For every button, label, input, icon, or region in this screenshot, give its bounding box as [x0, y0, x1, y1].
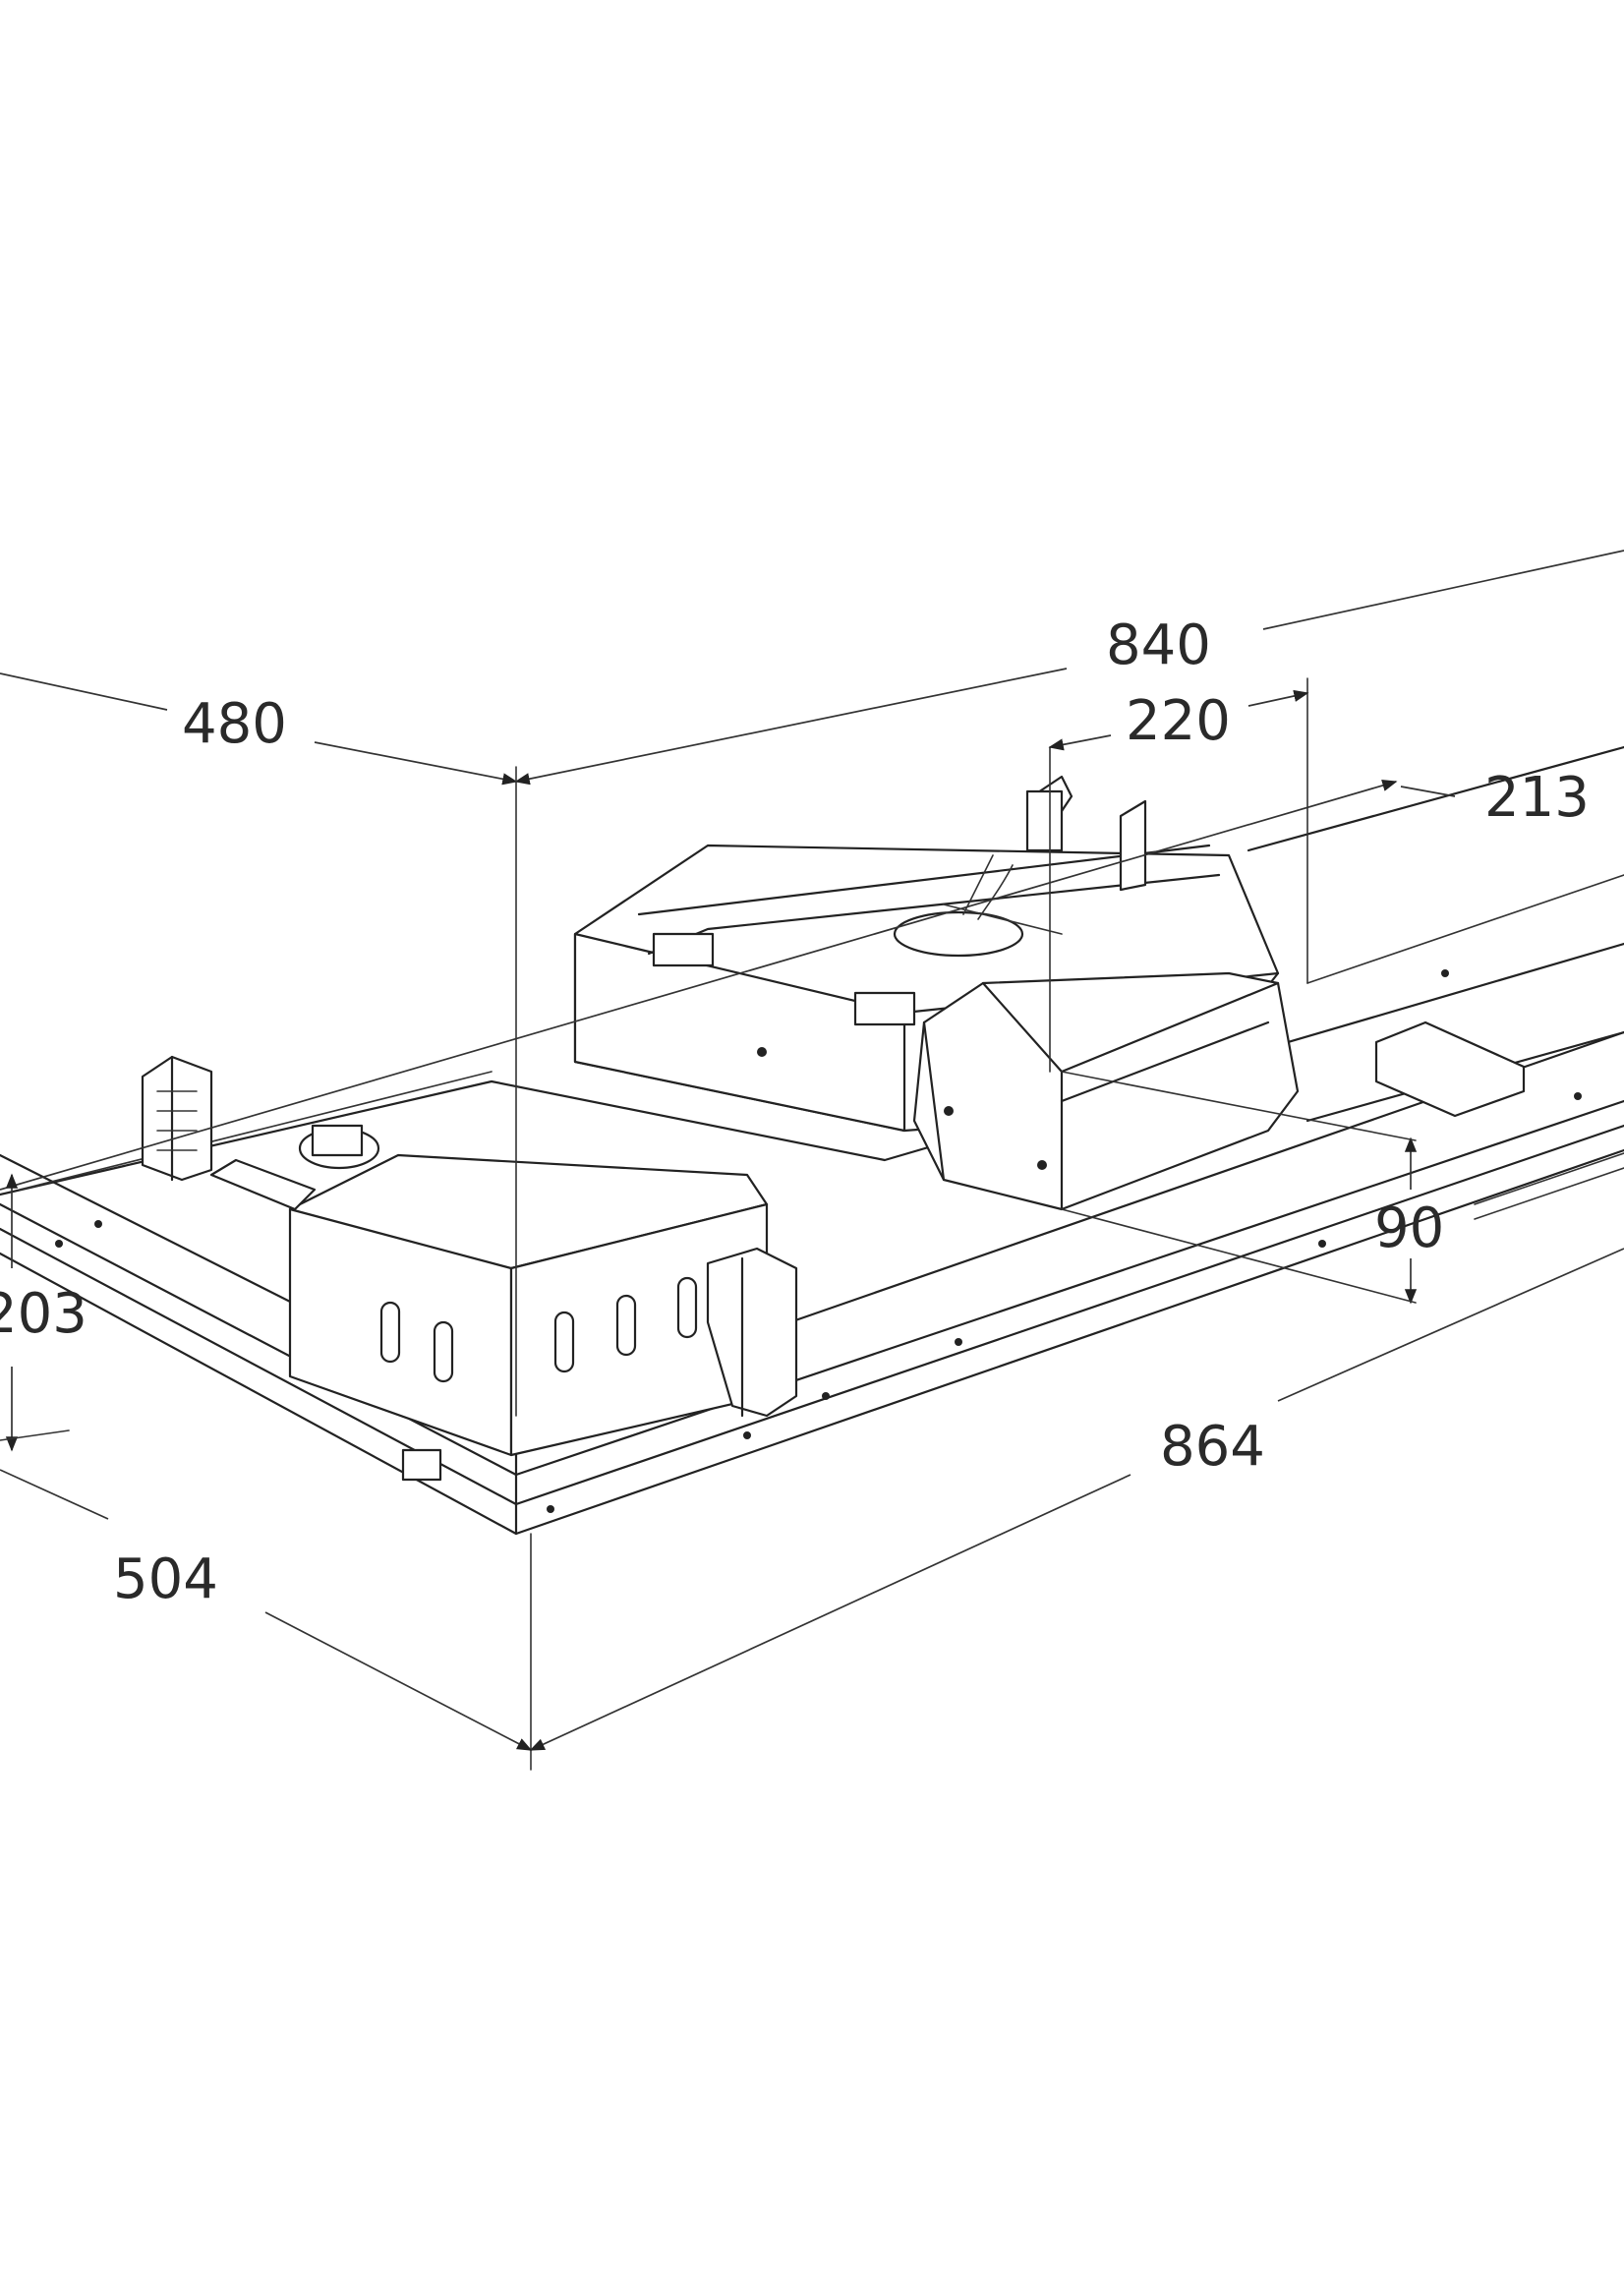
- dimension-lines: [0, 550, 1624, 1771]
- dim-864: 864: [1160, 1415, 1265, 1479]
- front-bracket: [706, 1247, 798, 1439]
- dim-203: 203: [0, 1282, 87, 1346]
- dim-90: 90: [1374, 1196, 1444, 1260]
- dim-480: 480: [182, 692, 287, 756]
- dim-504: 504: [113, 1547, 218, 1611]
- dim-840: 840: [1106, 613, 1211, 677]
- right-bracket: [1119, 799, 1526, 1118]
- motor-icon: [893, 775, 1073, 958]
- fan-icon: [209, 1124, 380, 1211]
- plate-holes: [55, 969, 1582, 1513]
- left-clamp-icon: [141, 1055, 213, 1182]
- front-blower-box: [288, 1153, 769, 1482]
- dim-220: 220: [1126, 689, 1231, 753]
- outlet-duct: [912, 971, 1300, 1211]
- dim-213: 213: [1484, 766, 1590, 830]
